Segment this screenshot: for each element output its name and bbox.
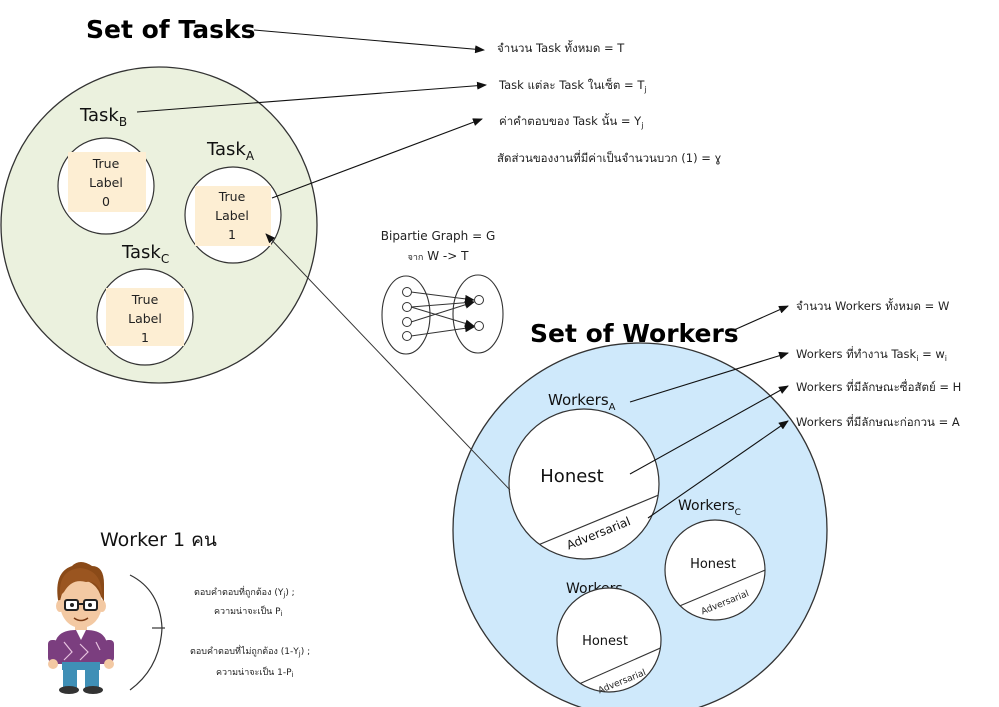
task-c-label-box <box>106 288 184 346</box>
task-each-annotation: Task แต่ละ Task ในเซ็ต = Tj <box>498 77 647 94</box>
task-b: TaskB True Label 0 <box>57 105 155 235</box>
arrow-honest-to-annotation <box>629 385 789 475</box>
arrow-title-to-total <box>253 29 485 54</box>
task-a-label-box <box>195 186 271 246</box>
workers-doing-annotation: Workers ที่ทำงาน Taski = wi <box>796 346 947 363</box>
workers-a-honest: Honest <box>540 466 603 487</box>
workers-b: WorkersB Honest Adversarial <box>556 581 662 696</box>
task-a: TaskA True Label 1 <box>184 139 282 264</box>
single-worker-title: Worker 1 คน <box>100 529 217 551</box>
workers-adversarial-annotation: Workers ที่มีลักษณะก่อกวน = A <box>796 414 960 429</box>
task-a-label-line2: Label <box>215 208 249 223</box>
task-total-annotation: จำนวน Task ทั้งหมด = T <box>497 40 625 55</box>
arrow-adversarial-to-annotation <box>647 420 789 519</box>
task-c-label-line2: Label <box>128 311 162 326</box>
task-b-name: TaskB <box>79 105 127 129</box>
workers-c-name: WorkersC <box>678 498 741 518</box>
workers-a-name: WorkersA <box>548 391 616 413</box>
correct-probability: ความน่าจะเป็น Pi <box>214 604 283 618</box>
workers-c: WorkersC Honest Adversarial <box>664 498 766 621</box>
task-a-label-value: 1 <box>228 227 236 242</box>
bipartite-graph: Bipartie Graph = G จาก W -> T <box>381 229 504 355</box>
workers-a: WorkersA Honest Adversarial <box>508 391 660 560</box>
task-c-name: TaskC <box>121 242 169 266</box>
task-c: TaskC True Label 1 <box>96 242 194 366</box>
worker-brace <box>129 574 163 691</box>
task-a-label-line1: True <box>218 189 246 204</box>
task-b-label-line2: Label <box>89 175 123 190</box>
task-positive-annotation: สัดส่วนของงานที่มีค่าเป็นจำนวนบวก (1) = … <box>497 150 722 165</box>
tasks-title: Set of Tasks <box>86 15 255 44</box>
workers-honest-annotation: Workers ที่มีลักษณะซื่อสัตย์ = H <box>796 379 961 394</box>
wrong-answer-line: ตอบคำตอบที่ไม่ถูกต้อง (1-Yj) ; <box>190 644 310 658</box>
task-c-label-value: 1 <box>141 330 149 345</box>
task-b-label-box <box>68 152 146 212</box>
correct-answer-line: ตอบคำตอบที่ถูกต้อง (Yj) ; <box>194 585 295 599</box>
task-c-label-line1: True <box>131 292 159 307</box>
task-answer-annotation: ค่าคำตอบของ Task นั้น = Yj <box>499 113 643 130</box>
graph-subtitle: จาก W -> T <box>408 249 469 263</box>
task-a-name: TaskA <box>206 139 255 163</box>
arrow-workersa-to-doing <box>629 351 789 403</box>
wrong-probability: ความน่าจะเป็น 1-Pi <box>216 665 294 679</box>
worker-person-icon <box>48 562 114 694</box>
task-b-label-value: 0 <box>102 194 110 209</box>
workers-c-honest: Honest <box>690 557 736 572</box>
arrow-taskb-to-each <box>136 81 487 113</box>
graph-title: Bipartie Graph = G <box>381 229 496 243</box>
arrow-workers-title-to-total <box>733 305 789 331</box>
workers-b-honest: Honest <box>582 634 628 649</box>
workers-total-annotation: จำนวน Workers ทั้งหมด = W <box>796 298 949 313</box>
task-b-label-line1: True <box>92 156 120 171</box>
arrow-label-to-answer <box>271 118 483 199</box>
arrow-worker-to-task <box>265 233 511 491</box>
